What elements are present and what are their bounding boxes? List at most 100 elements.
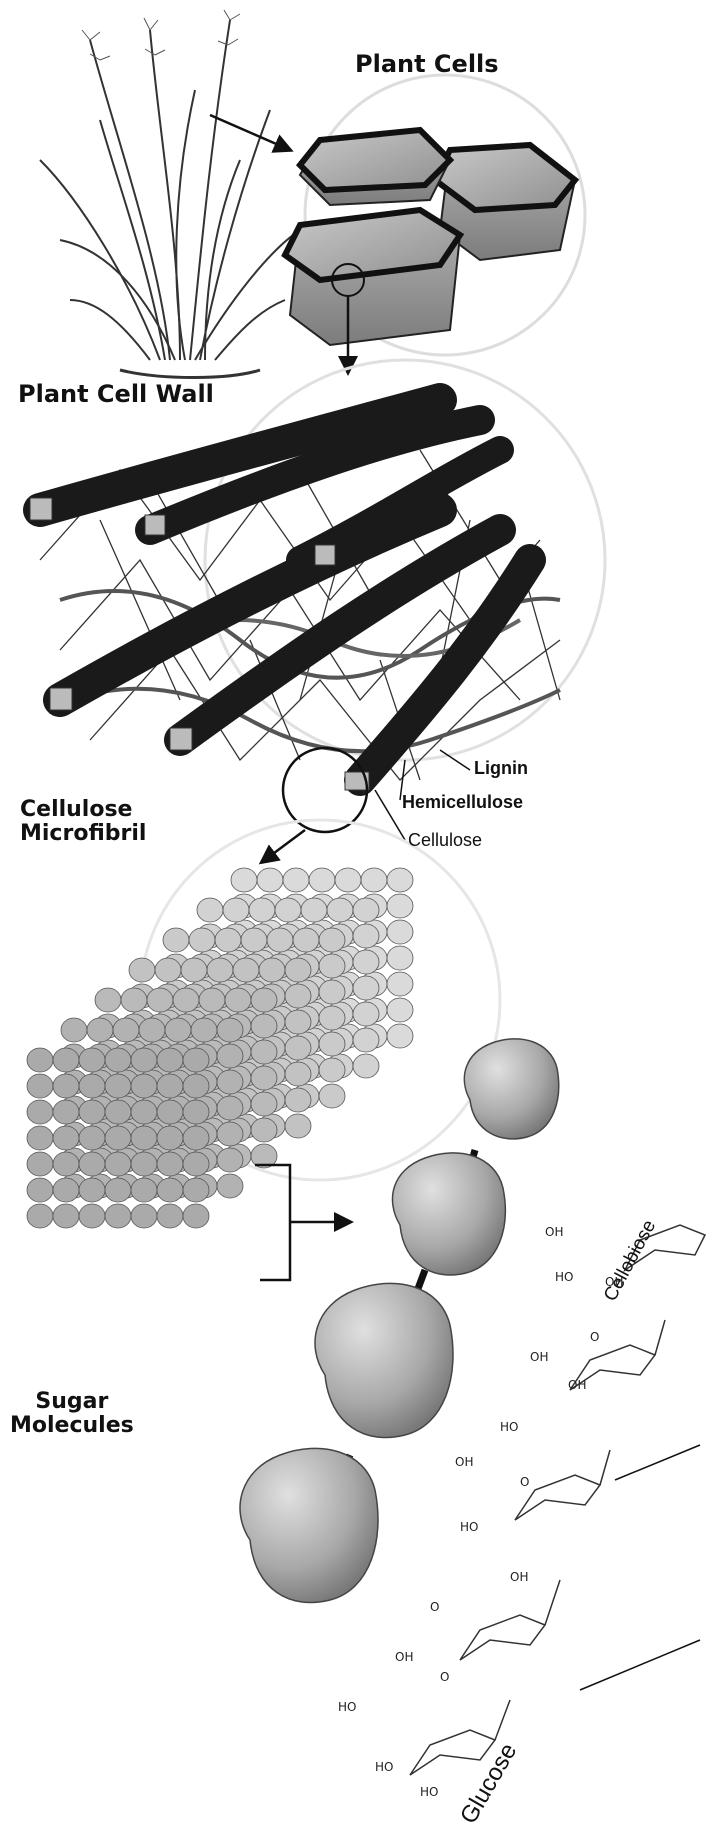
microfibril-bead: [79, 1178, 105, 1202]
microfibril-bead: [353, 898, 379, 922]
microfibril-bead: [79, 1204, 105, 1228]
microfibril-bead: [131, 1204, 157, 1228]
sugar-molecules-label: Sugar Molecules: [10, 1390, 134, 1438]
microfibril-bead: [157, 1074, 183, 1098]
microfibril-bead: [183, 1100, 209, 1124]
microfibril-bead: [157, 1126, 183, 1150]
microfibril-bead: [191, 1018, 217, 1042]
microfibril-bead: [207, 958, 233, 982]
chem-ho-2: HO: [500, 1420, 518, 1434]
microfibril-bead: [387, 972, 413, 996]
microfibril-bead: [183, 1204, 209, 1228]
microfibril-bead: [147, 988, 173, 1012]
microfibril-bead: [27, 1048, 53, 1072]
microfibril-bead: [215, 928, 241, 952]
microfibril-bead: [309, 868, 335, 892]
chem-ho-4: HO: [338, 1700, 356, 1714]
microfibril-bead: [121, 988, 147, 1012]
microfibril-bead: [131, 1178, 157, 1202]
microfibril-bead: [251, 1040, 277, 1064]
microfibril-bead: [225, 988, 251, 1012]
chem-ho-3: HO: [460, 1520, 478, 1534]
microfibril-bead: [157, 1152, 183, 1176]
microfibril-bead: [251, 1066, 277, 1090]
microfibril-bead: [319, 1058, 345, 1082]
microfibril-bead: [233, 958, 259, 982]
chem-o-2: O: [520, 1475, 529, 1489]
chem-o-4: O: [440, 1670, 449, 1684]
microfibril-bead: [319, 928, 345, 952]
microfibril-bead: [249, 898, 275, 922]
chem-o-1: O: [590, 1330, 599, 1344]
microfibril-bead: [267, 928, 293, 952]
glucose-unit-2: [392, 1153, 505, 1275]
microfibril-bead: [79, 1100, 105, 1124]
grass-seedheads: [82, 10, 240, 60]
chem-oh-7: OH: [395, 1650, 413, 1664]
sugar-molecules-line2: Molecules: [10, 1414, 134, 1438]
microfibril-bead: [319, 1032, 345, 1056]
cellulose-microfibril-line2: Microfibril: [20, 822, 146, 846]
microfibril-bead: [189, 928, 215, 952]
microfibril-bead: [183, 1178, 209, 1202]
microfibril-bead: [353, 1002, 379, 1026]
microfibril-bead: [217, 1148, 243, 1172]
glucose-unit-3: [315, 1283, 453, 1437]
chemical-structures: [410, 1225, 705, 1775]
microfibril-bead: [387, 946, 413, 970]
microfibril-bead: [319, 954, 345, 978]
microfibril-bead: [53, 1178, 79, 1202]
microfibril-bead: [95, 988, 121, 1012]
microfibril-bead: [27, 1152, 53, 1176]
microfibril-bead: [217, 1070, 243, 1094]
microfibril-bead: [387, 868, 413, 892]
chem-o-3: O: [430, 1600, 439, 1614]
microfibril-bead: [27, 1074, 53, 1098]
chem-ho-5: HO: [375, 1760, 393, 1774]
microfibril-bead: [113, 1018, 139, 1042]
microfibril-bead: [183, 1048, 209, 1072]
microfibril-bead: [285, 1114, 311, 1138]
microfibril-bead: [251, 1092, 277, 1116]
grass-plant-illustration: [40, 20, 300, 378]
microfibril-bead: [251, 1118, 277, 1142]
microfibril-bead: [105, 1152, 131, 1176]
microfibril-bead: [257, 868, 283, 892]
microfibril-bead: [131, 1152, 157, 1176]
microfibril-bead: [387, 1024, 413, 1048]
microfibril-bead: [285, 1088, 311, 1112]
cellulose-label: Cellulose: [408, 830, 482, 851]
microfibril-bead: [283, 868, 309, 892]
microfibril-bead: [285, 984, 311, 1008]
microfibril-bead: [293, 928, 319, 952]
microfibril-bead: [105, 1204, 131, 1228]
glucose-unit-4: [240, 1448, 378, 1602]
microfibril-bead: [131, 1074, 157, 1098]
microfibril-bead: [217, 1174, 243, 1198]
microfibril-bead: [53, 1100, 79, 1124]
microfibril-bead: [27, 1100, 53, 1124]
microfibril-bead: [139, 1018, 165, 1042]
microfibril-bead: [27, 1126, 53, 1150]
microfibril-bead: [181, 958, 207, 982]
arrow-plant-to-cells: [210, 115, 290, 150]
chem-oh-1: OH: [545, 1225, 563, 1239]
microfibril-bead: [105, 1100, 131, 1124]
microfibril-bead: [361, 868, 387, 892]
chem-oh-6: OH: [510, 1570, 528, 1584]
microfibril-bead: [387, 920, 413, 944]
microfibril-bead: [53, 1204, 79, 1228]
microfibril-bead: [251, 988, 277, 1012]
microfibril-bead: [319, 1006, 345, 1030]
microfibril-bead: [79, 1048, 105, 1072]
plant-cells-label: Plant Cells: [355, 50, 499, 78]
microfibril-bead: [285, 1062, 311, 1086]
cellulose-microfibril-label: Cellulose Microfibril: [20, 798, 146, 846]
microfibril-bead: [105, 1126, 131, 1150]
microfibril-bead: [319, 1084, 345, 1108]
microfibril-bead: [217, 1018, 243, 1042]
microfibril-bead: [183, 1074, 209, 1098]
microfibril-bead: [285, 1010, 311, 1034]
chem-ho-1: HO: [555, 1270, 573, 1284]
microfibril-bead: [27, 1178, 53, 1202]
